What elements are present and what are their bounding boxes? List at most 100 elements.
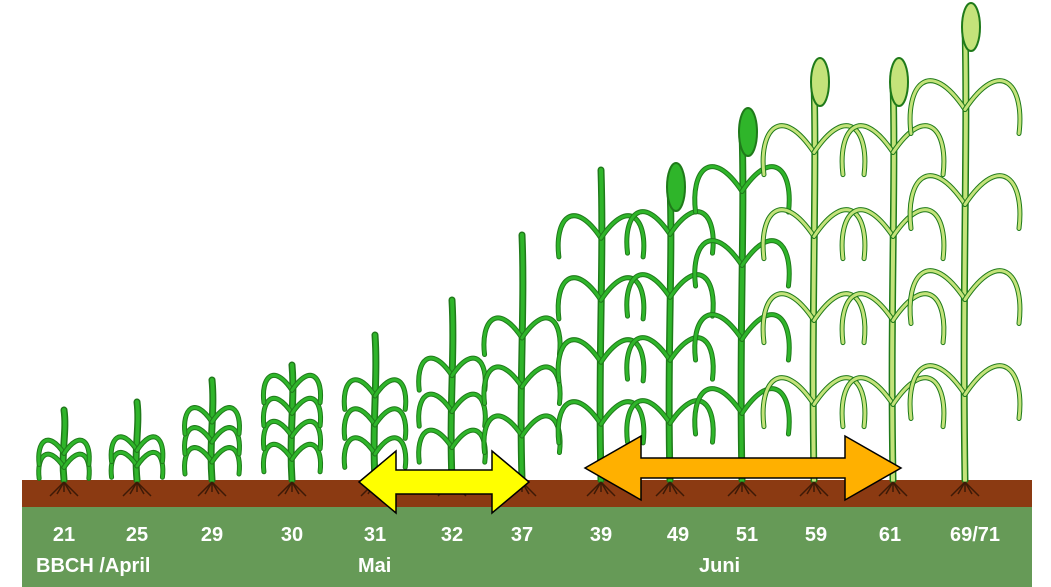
plant-leaf-fill (556, 400, 603, 445)
plant-leaf-fill (812, 376, 867, 429)
plant-leaf-fill (290, 374, 323, 405)
plant-leaf-fill (37, 438, 66, 466)
plant-root (197, 481, 213, 497)
stage-label: 69/71 (949, 524, 1001, 546)
plant-leaf-fill (908, 364, 967, 420)
plant-leaf-fill (450, 392, 487, 428)
plant-root (799, 481, 815, 497)
plant-leaf-fill (290, 397, 323, 428)
plant-stem-fill (598, 168, 604, 482)
plant-stem-fill (667, 183, 673, 482)
arrow-june-range (583, 434, 903, 502)
plant-root (727, 481, 743, 497)
plant-leaf-fill (693, 313, 744, 362)
plant-leaf-fill (668, 399, 715, 444)
plant-stem-fill (61, 408, 67, 482)
plant-root (56, 481, 65, 495)
plant-root (885, 481, 894, 495)
plant-leaf-fill (963, 174, 1022, 230)
plant-stem-fill (134, 400, 140, 482)
plant-leaf-fill (812, 124, 867, 177)
plant-leaf-fill (963, 364, 1022, 420)
plant-leaf-fill (183, 426, 214, 456)
plant-leaf-fill (761, 292, 816, 345)
plant-leaf-fill (261, 420, 294, 451)
plant-root (669, 481, 685, 497)
plant-ear (961, 2, 981, 52)
plant-stem-fill (962, 23, 968, 482)
plant-leaf-fill (668, 336, 715, 381)
plant-leaf-fill (963, 269, 1022, 325)
plant-leaf-fill (740, 313, 791, 362)
month-label-may: Mai (358, 555, 392, 577)
plant-leaf-fill (342, 436, 377, 469)
plant-leaf-fill (210, 446, 241, 476)
plant-root (950, 481, 966, 497)
plant-leaf-fill (740, 387, 791, 436)
plant-root (586, 481, 602, 497)
plant-stem-fill (739, 128, 745, 482)
plant-leaf-fill (450, 356, 487, 392)
plant-leaf-fill (482, 414, 524, 455)
arrow-may-range (357, 449, 531, 515)
plant-leaf-fill (625, 399, 672, 444)
plant-leaf-fill (183, 406, 214, 436)
plant-ear (889, 57, 909, 107)
month-label-june: Juni (699, 555, 741, 577)
plant-leaf-fill (210, 426, 241, 456)
plant-leaf-fill (373, 378, 408, 411)
plant-leaf-fill (963, 79, 1022, 135)
plant-leaf-fill (290, 420, 323, 451)
plant-leaf-fill (520, 316, 562, 357)
plant-leaf-fill (693, 239, 744, 288)
stage-label: 49 (666, 524, 690, 546)
plant-leaf-fill (62, 438, 91, 466)
plant-leaf-fill (761, 208, 816, 261)
plant-leaf-fill (812, 208, 867, 261)
plant-leaf-fill (373, 436, 408, 469)
plant-leaf-fill (417, 428, 454, 464)
plant-leaf-fill (261, 443, 294, 474)
stage-label: 29 (200, 524, 224, 546)
plant-leaf-fill (625, 336, 672, 381)
plant-leaf-fill (556, 338, 603, 383)
plant-leaf-fill (812, 292, 867, 345)
plant-leaf-fill (450, 428, 487, 464)
plant-root (964, 481, 980, 497)
plant-root (204, 481, 213, 495)
stage-label: 32 (440, 524, 464, 546)
plant-stem-fill (289, 363, 295, 482)
plant-leaf-fill (261, 374, 294, 405)
plant-leaf-fill (599, 338, 646, 383)
plant-leaf-fill (761, 124, 816, 177)
plant-stem-fill (519, 233, 525, 482)
plant-leaf-fill (62, 452, 91, 480)
plant-root (655, 481, 671, 497)
plant-leaf-fill (482, 316, 524, 357)
plant-leaf-fill (761, 376, 816, 429)
plant-leaf-fill (908, 174, 967, 230)
plant-leaf-fill (342, 378, 377, 411)
plant-leaf-fill (37, 452, 66, 480)
plant-root (741, 481, 757, 497)
plant-root (63, 481, 79, 497)
plant-stem-fill (372, 333, 378, 482)
plant-leaf-fill (183, 446, 214, 476)
stage-label: 37 (510, 524, 534, 546)
plant-leaf-fill (693, 387, 744, 436)
stage-label: 39 (589, 524, 613, 546)
plant-leaf-fill (625, 273, 672, 318)
plant-root (136, 481, 152, 497)
plant-leaf-fill (740, 239, 791, 288)
plant-stem-fill (811, 78, 817, 482)
plant-stem-fill (890, 78, 896, 482)
plant-leaf-fill (417, 356, 454, 392)
plant-leaf-fill (482, 365, 524, 406)
plant-root (129, 481, 138, 495)
plant-leaf-fill (840, 376, 895, 429)
plant-leaf-fill (908, 269, 967, 325)
plant-leaf-fill (668, 273, 715, 318)
plant-ear (810, 57, 830, 107)
plant-root (593, 481, 602, 495)
plant-leaf-fill (891, 292, 946, 345)
